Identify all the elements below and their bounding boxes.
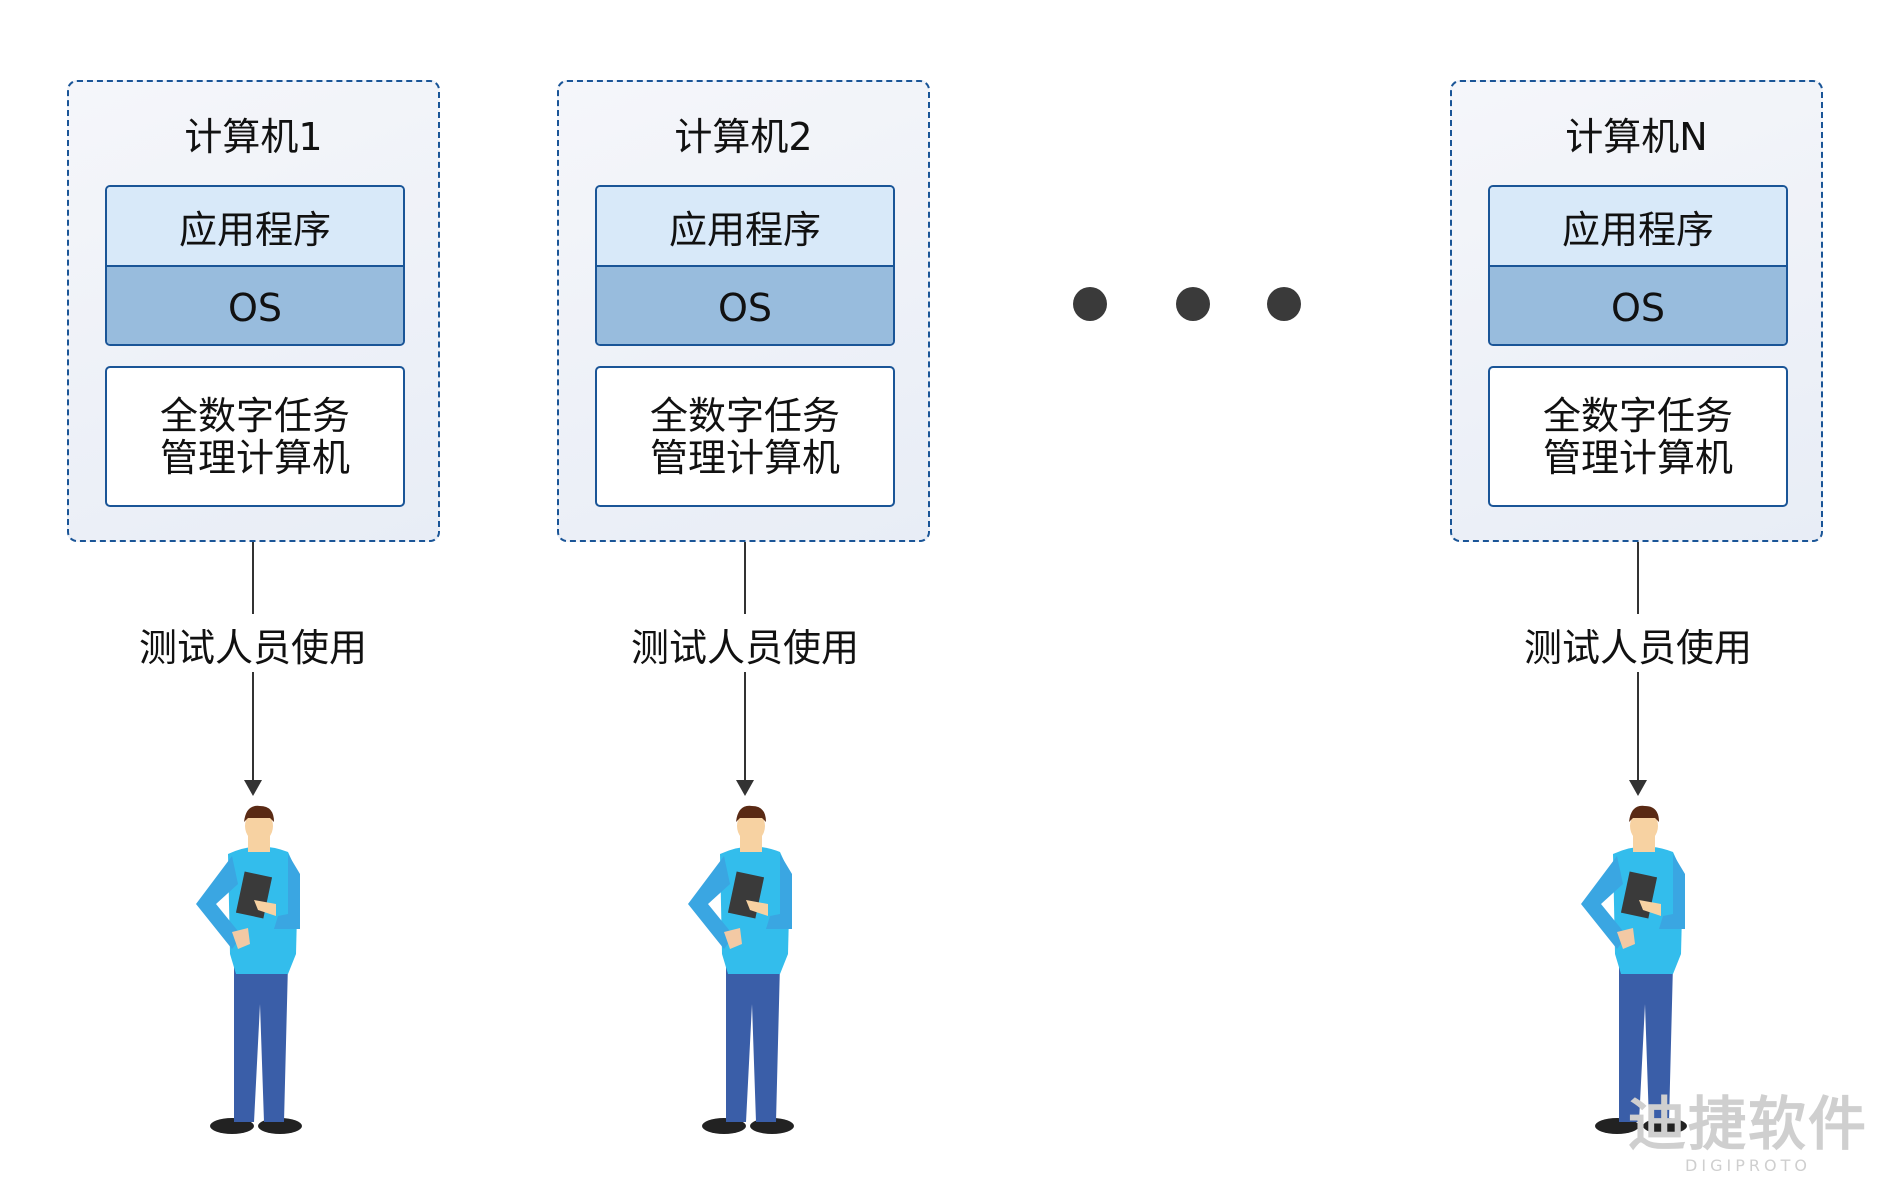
tester-person-icon bbox=[688, 805, 794, 1134]
connector-line bbox=[1637, 672, 1639, 786]
application-layer: 应用程序 bbox=[1490, 187, 1786, 267]
tester-person-icon bbox=[1581, 805, 1687, 1134]
connector-line bbox=[252, 542, 254, 614]
ellipsis-dot-icon bbox=[1073, 287, 1107, 321]
connector-line bbox=[744, 542, 746, 614]
tester-person-icon bbox=[196, 805, 302, 1134]
ellipsis-dot-icon bbox=[1267, 287, 1301, 321]
arrow-down-icon bbox=[1629, 780, 1647, 796]
computer-title: 计算机N bbox=[1565, 115, 1708, 159]
software-stack: 应用程序 OS bbox=[1488, 185, 1788, 346]
computer-title: 计算机1 bbox=[184, 115, 323, 159]
user-label: 测试人员使用 bbox=[138, 626, 367, 670]
task-manager-box: 全数字任务 管理计算机 bbox=[595, 366, 895, 507]
software-stack: 应用程序 OS bbox=[595, 185, 895, 346]
os-layer: OS bbox=[107, 267, 403, 344]
computer-1-group: 计算机1 应用程序 OS 全数字任务 管理计算机 bbox=[67, 80, 440, 542]
connector-line bbox=[252, 672, 254, 786]
application-layer: 应用程序 bbox=[597, 187, 893, 267]
user-label: 测试人员使用 bbox=[1523, 626, 1752, 670]
computer-title: 计算机2 bbox=[674, 115, 813, 159]
os-layer: OS bbox=[597, 267, 893, 344]
manager-label-line2: 管理计算机 bbox=[1542, 435, 1733, 480]
manager-label-line1: 全数字任务 bbox=[159, 393, 350, 438]
os-layer: OS bbox=[1490, 267, 1786, 344]
software-stack: 应用程序 OS bbox=[105, 185, 405, 346]
computer-n-group: 计算机N 应用程序 OS 全数字任务 管理计算机 bbox=[1450, 80, 1823, 542]
arrow-down-icon bbox=[736, 780, 754, 796]
computer-2-group: 计算机2 应用程序 OS 全数字任务 管理计算机 bbox=[557, 80, 930, 542]
connector-line bbox=[1637, 542, 1639, 614]
application-layer: 应用程序 bbox=[107, 187, 403, 267]
manager-label-line1: 全数字任务 bbox=[649, 393, 840, 438]
arrow-down-icon bbox=[244, 780, 262, 796]
watermark-en: DIGIPROTO bbox=[1685, 1156, 1811, 1175]
ellipsis-dot-icon bbox=[1176, 287, 1210, 321]
manager-label-line1: 全数字任务 bbox=[1542, 393, 1733, 438]
manager-label-line2: 管理计算机 bbox=[649, 435, 840, 480]
watermark-logo: 迪捷软件 DIGIPROTO bbox=[1628, 1092, 1868, 1175]
watermark-cn: 迪捷软件 bbox=[1628, 1090, 1869, 1158]
task-manager-box: 全数字任务 管理计算机 bbox=[1488, 366, 1788, 507]
connector-line bbox=[744, 672, 746, 786]
manager-label-line2: 管理计算机 bbox=[159, 435, 350, 480]
task-manager-box: 全数字任务 管理计算机 bbox=[105, 366, 405, 507]
user-label: 测试人员使用 bbox=[630, 626, 859, 670]
